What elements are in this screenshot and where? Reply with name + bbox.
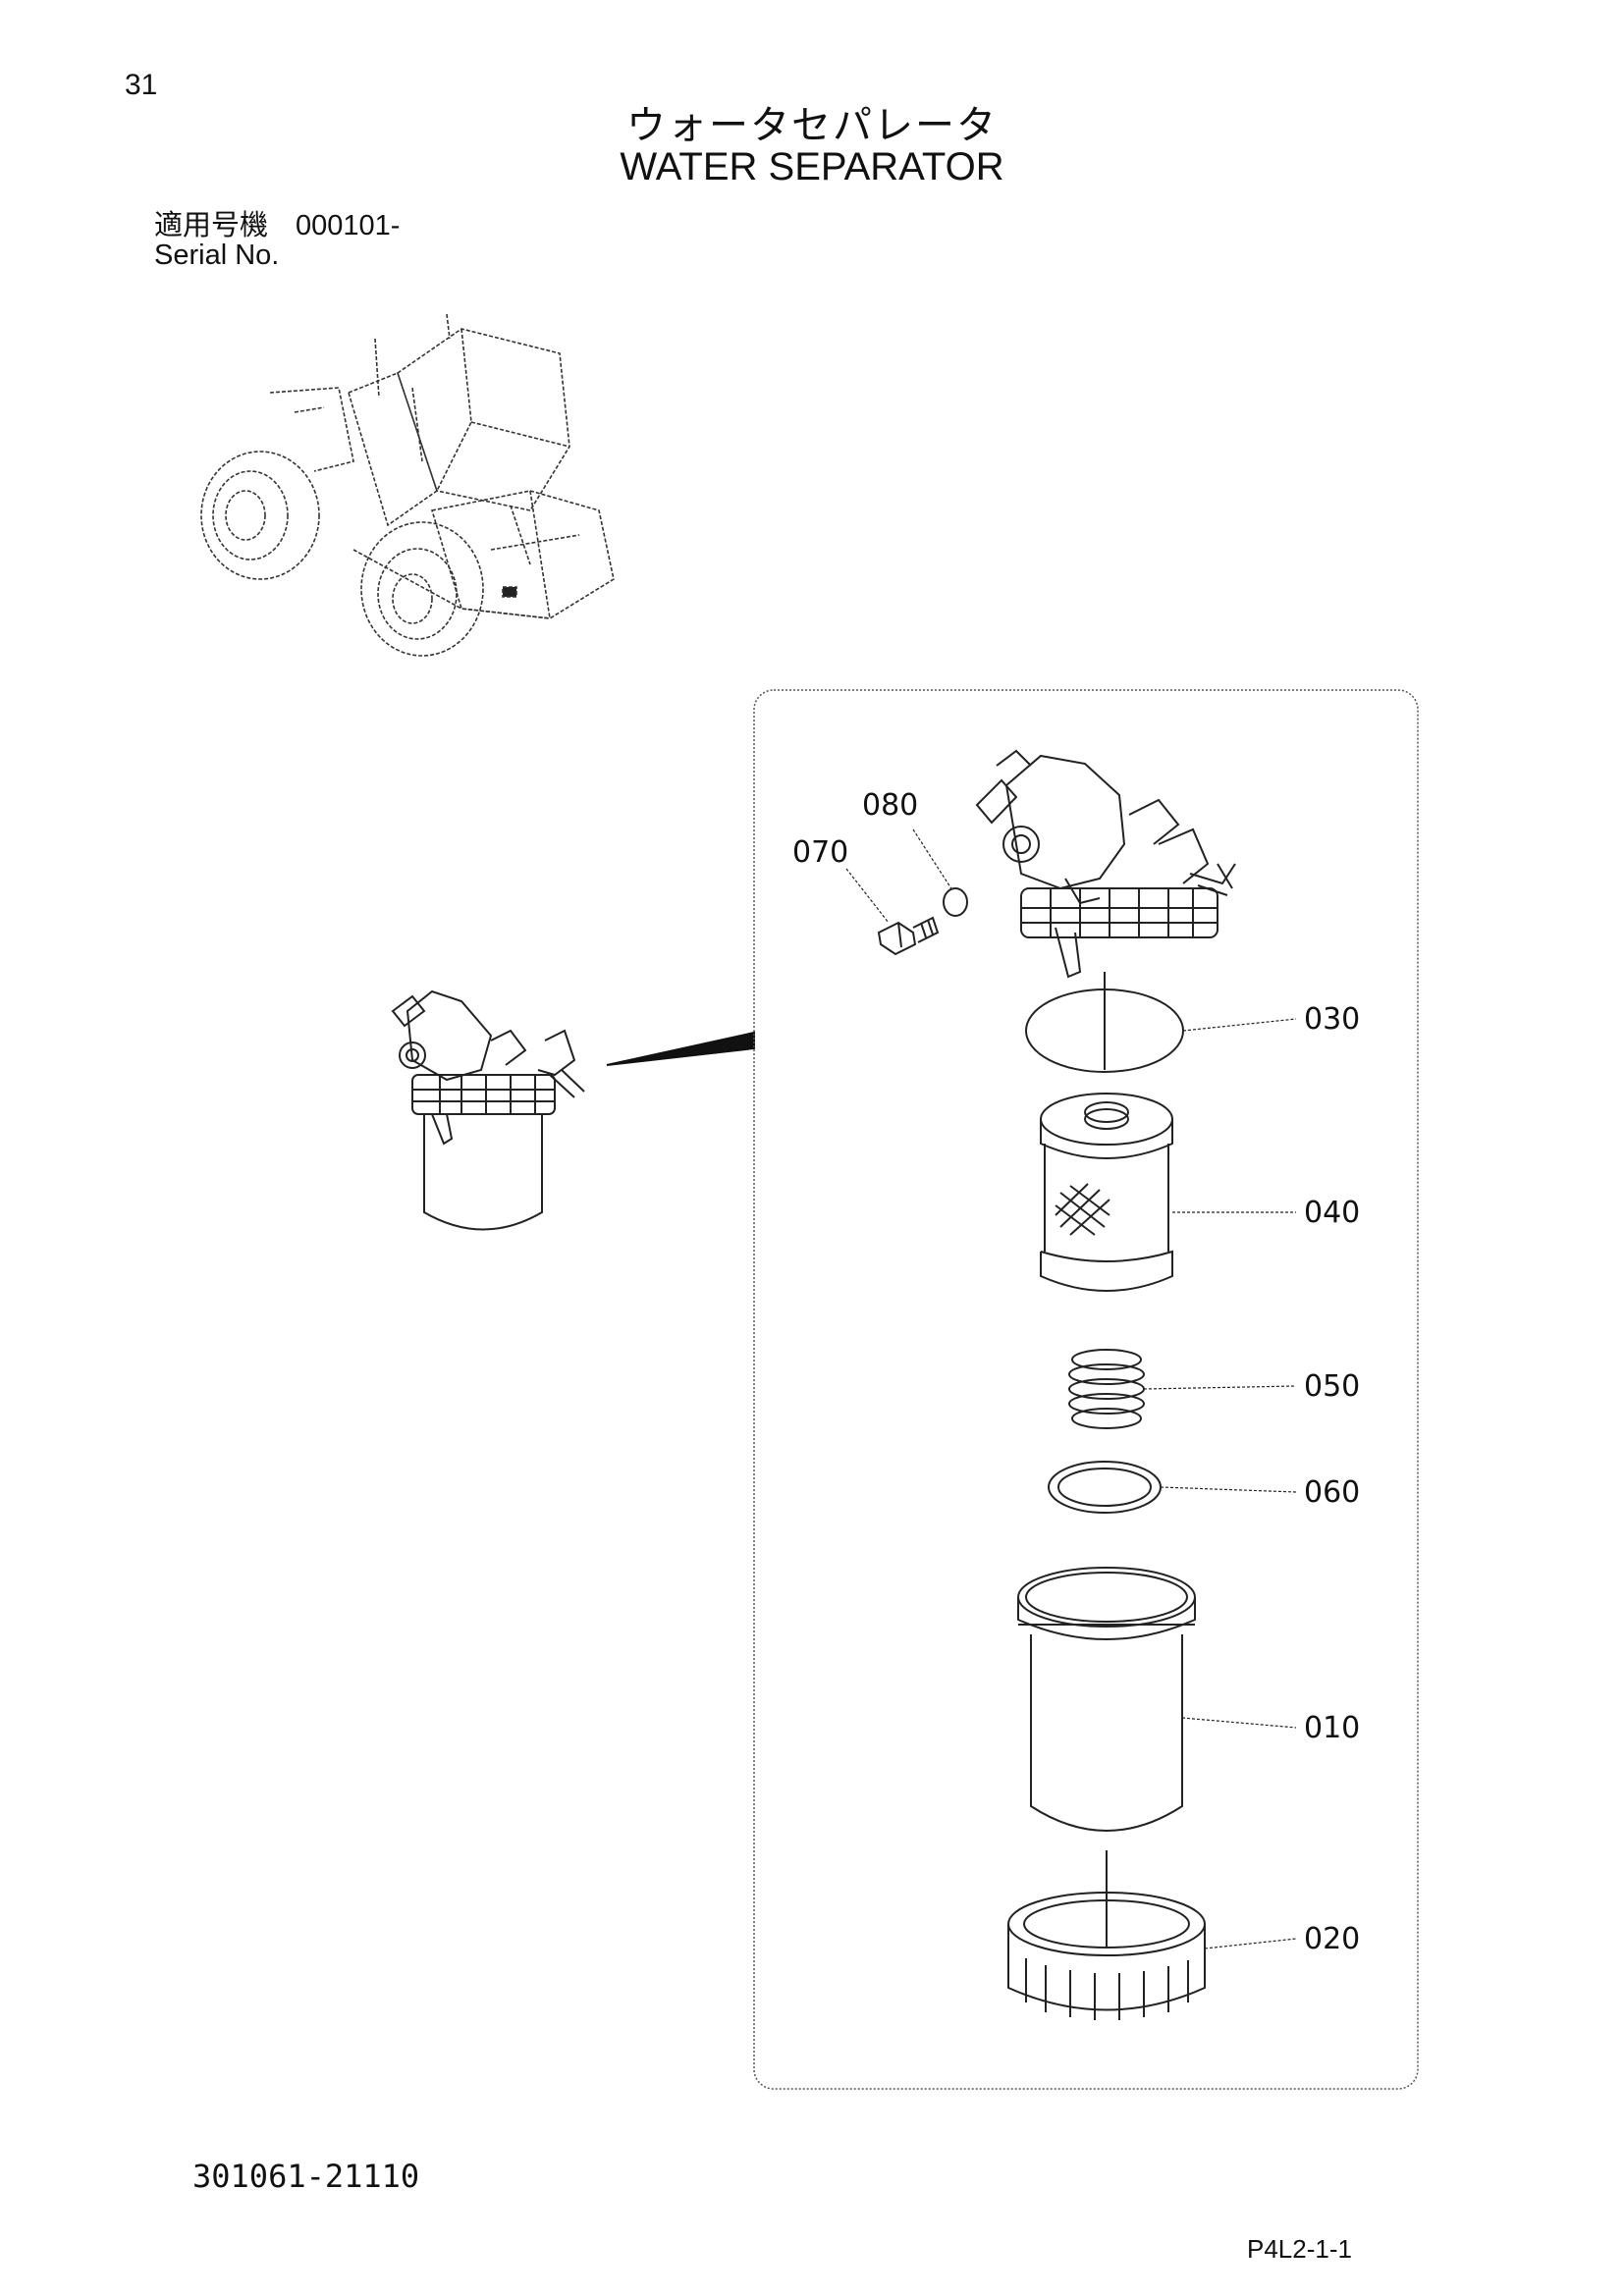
callout-label: 080 <box>862 788 918 823</box>
callout-label: 020 <box>1304 1922 1360 1956</box>
page-title-japanese: ウォータセパレータ <box>626 103 998 148</box>
page-title: WATER SEPARATOR <box>620 145 1004 188</box>
serial-label-japanese-row: 適用号機 000101- <box>154 202 400 243</box>
callout-label: 070 <box>792 835 848 870</box>
ring-nut-part <box>1007 1892 1206 2020</box>
serial-label: Serial No. <box>154 240 280 271</box>
exploded-view <box>877 749 1236 2020</box>
bowl-part <box>1017 1567 1196 1949</box>
small-o-ring-part <box>943 887 968 917</box>
serial-value: 000101- <box>296 210 401 241</box>
callout-label: 030 <box>1304 1002 1360 1037</box>
drain-plug-bolt-part <box>877 916 940 956</box>
o-ring-part <box>1048 1461 1162 1514</box>
callout-label: 050 <box>1304 1369 1360 1404</box>
spring-part <box>1068 1349 1145 1429</box>
assembled-water-separator-illustration <box>391 989 585 1231</box>
callout-label: 010 <box>1304 1711 1360 1745</box>
exploded-view-frame <box>753 689 1419 2090</box>
machine-overview-illustration <box>200 313 615 657</box>
leader-lines <box>845 828 1297 1949</box>
page-number: 31 <box>125 69 158 101</box>
serial-label-japanese: 適用号機 <box>154 208 269 241</box>
callout-label: 040 <box>1304 1196 1360 1230</box>
drawing-number: 301061-21110 <box>192 2158 420 2195</box>
separator-head-part <box>975 749 1236 979</box>
page-code: P4L2-1-1 <box>1247 2234 1352 2264</box>
detail-pointer-wedge <box>606 1031 755 1066</box>
callout-label: 060 <box>1304 1475 1360 1510</box>
filter-element-part <box>1040 1093 1173 1292</box>
